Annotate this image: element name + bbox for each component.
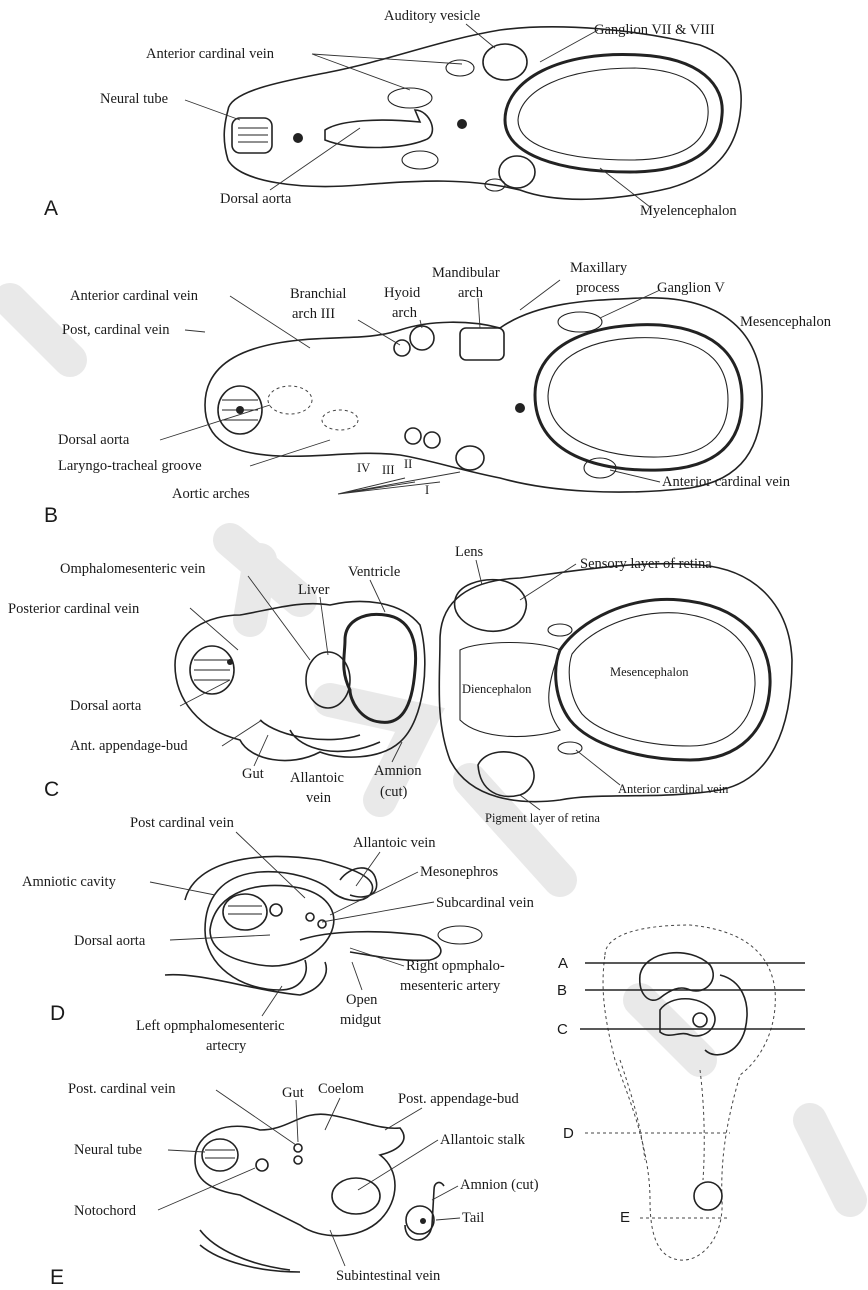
label-liver: Liver [298,582,330,598]
section-level-a: A [558,955,568,972]
label-right-art-2: mesenteric artery [400,978,501,994]
panel-letter-b: B [44,504,58,527]
label-ant-appendage-bud: Ant. appendage-bud [70,738,188,754]
panel-letter-e: E [50,1266,64,1289]
panel-a-myelencephalon [505,54,722,172]
label-amnion: Amnion [374,763,422,779]
label-left-art-2: artecry [206,1038,247,1054]
label-ganglion-vii-viii: Ganglion VII & VIII [594,22,715,38]
label-arch-iii: arch III [292,306,335,322]
panel-letter-d: D [50,1002,65,1025]
panel-d-amnion [185,856,373,990]
label-amnion-cut: Amnion (cut) [460,1177,539,1193]
label-allantoic-vein: Allantoic vein [353,835,436,851]
label-process: process [576,280,620,296]
label-lens: Lens [455,544,484,560]
panel-d: Post cardinal vein Allantoic vein Mesone… [22,815,535,1054]
label-ventricle: Ventricle [348,564,400,580]
label-ganglion-v: Ganglion V [657,280,725,296]
panel-c-lens-upper [455,580,527,632]
label-neural-tube: Neural tube [100,91,168,107]
label-posterior-cardinal-vein: Posterior cardinal vein [8,601,140,617]
panel-e: Post. cardinal vein Gut Coelom Post. app… [50,1081,539,1289]
label-laryngo-tracheal-groove: Laryngo-tracheal groove [58,458,202,474]
panel-b-mesencephalon [535,325,742,470]
label-gut: Gut [282,1085,304,1101]
panel-b: Anterior cardinal vein Post, cardinal ve… [44,260,832,527]
label-subcardinal-vein: Subcardinal vein [436,895,535,911]
label-maxillary: Maxillary [570,260,628,276]
label-dorsal-aorta: Dorsal aorta [58,432,130,448]
label-sensory-layer: Sensory layer of retina [580,556,712,572]
label-anterior-cardinal-vein: Anterior cardinal vein [70,288,199,304]
section-level-c: C [557,1021,568,1038]
section-level-e: E [620,1209,630,1226]
label-post-cardinal-vein: Post cardinal vein [130,815,235,831]
label-auditory-vesicle: Auditory vesicle [384,8,480,24]
section-level-d: D [563,1125,574,1142]
panel-letter-c: C [44,778,59,801]
label-midgut: midgut [340,1012,381,1028]
label-anterior-cardinal-vein: Anterior cardinal vein [146,46,275,62]
label-open: Open [346,992,378,1008]
label-mandibular: Mandibular [432,265,500,281]
reference-embryo: A B C D E [557,925,805,1260]
label-dorsal-aorta: Dorsal aorta [74,933,146,949]
label-arch-i: I [425,483,429,497]
label-omphalomesenteric-vein: Omphalomesenteric vein [60,561,206,577]
panel-letter-a: A [44,197,58,220]
label-mesencephalon: Mesencephalon [740,314,832,330]
label-hyoid-arch: arch [392,305,418,321]
label-mesencephalon: Mesencephalon [610,665,689,679]
section-level-b: B [557,982,567,999]
label-mesonephros: Mesonephros [420,864,498,880]
label-dorsal-aorta: Dorsal aorta [220,191,292,207]
label-dorsal-aorta: Dorsal aorta [70,698,142,714]
label-hyoid: Hyoid [384,285,421,301]
label-notochord: Notochord [74,1203,137,1219]
label-aortic-arches: Aortic arches [172,486,250,502]
label-pigment-layer: Pigment layer of retina [485,811,600,825]
label-right-art-1: Right opmphalo- [406,958,505,974]
label-mandibular-arch: arch [458,285,484,301]
label-arch-iii-num: III [382,463,395,477]
panel-e-section-outline [195,1114,404,1235]
label-amnion-cut: (cut) [380,784,408,800]
label-branchial: Branchial [290,286,346,302]
label-post-appendage-bud: Post. appendage-bud [398,1091,520,1107]
label-post-cardinal-vein: Post, cardinal vein [62,322,170,338]
label-gut: Gut [242,766,264,782]
label-myelencephalon: Myelencephalon [640,203,737,219]
label-post-cardinal-vein: Post. cardinal vein [68,1081,176,1097]
panel-a: Auditory vesicle Ganglion VII & VIII Ant… [44,8,741,220]
label-left-art-1: Left opmphalomesenteric [136,1018,285,1034]
panel-a-section-outline [224,27,741,199]
label-anterior-cardinal-vein: Anterior cardinal vein [618,782,729,796]
label-amniotic-cavity: Amniotic cavity [22,874,117,890]
label-allantoic-stalk: Allantoic stalk [440,1132,526,1148]
label-allantoic-vein: vein [306,790,332,806]
label-subintestinal-vein: Subintestinal vein [336,1268,441,1284]
label-arch-iv: IV [357,461,370,475]
label-diencephalon: Diencephalon [462,682,532,696]
label-tail: Tail [462,1210,484,1226]
label-coelom: Coelom [318,1081,365,1097]
label-arch-ii: II [404,457,412,471]
label-neural-tube: Neural tube [74,1142,142,1158]
label-anterior-cardinal-vein-lower: Anterior cardinal vein [662,474,791,490]
label-allantoic: Allantoic [290,770,344,786]
panel-c-mesencephalon [556,599,770,760]
